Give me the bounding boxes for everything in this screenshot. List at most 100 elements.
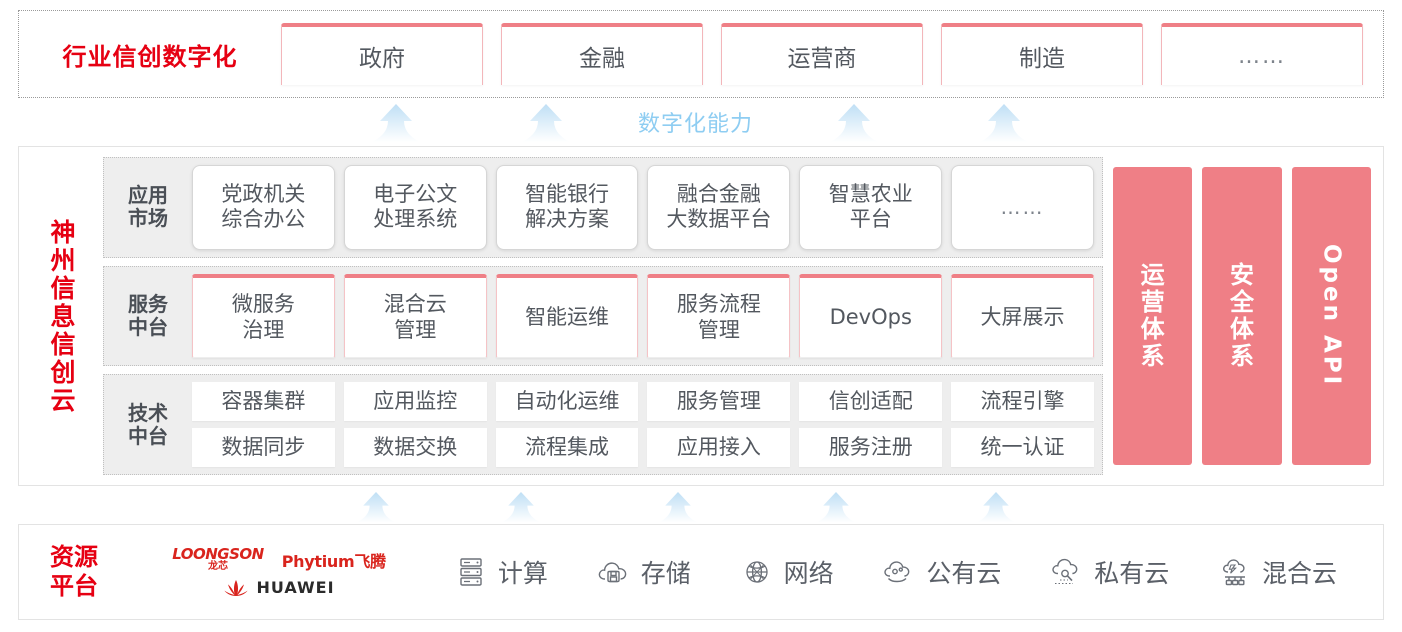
- digital-capability-strip: 数字化能力: [18, 100, 1384, 144]
- resource-item-label: 存储: [640, 559, 691, 588]
- resource-item-compute[interactable]: 计算: [453, 554, 548, 590]
- industry-card-more[interactable]: ……: [1161, 23, 1363, 85]
- pillar-char: 系: [1229, 341, 1254, 370]
- layer-stack: 应用 市场 党政机关 综合办公 电子公文: [103, 157, 1103, 476]
- arrow-up-icon: [348, 492, 404, 524]
- tech-card-app-access[interactable]: 应用接入: [647, 428, 791, 468]
- tech-card-data-sync[interactable]: 数据同步: [192, 428, 335, 468]
- cloud-title-char: 神: [50, 217, 76, 247]
- pillar-open-api[interactable]: Open API: [1291, 167, 1371, 465]
- industry-card-manufacturing[interactable]: 制造: [941, 23, 1143, 85]
- cloud-body: 应用 市场 党政机关 综合办公 电子公文: [97, 147, 1383, 485]
- resource-link-strip: [18, 488, 1384, 524]
- tech-card-data-exchange[interactable]: 数据交换: [343, 428, 487, 468]
- industry-band-title: 行业信创数字化: [62, 42, 238, 71]
- pillar-char: 体: [1140, 315, 1165, 343]
- industry-card-government[interactable]: 政府: [281, 23, 483, 85]
- tech-card-unified-auth[interactable]: 统一认证: [951, 428, 1094, 468]
- tech-card-process-engine[interactable]: 流程引擎: [951, 382, 1094, 422]
- resource-item-label: 网络: [783, 559, 834, 588]
- resource-item-label: 计算: [497, 559, 548, 588]
- resource-item-network[interactable]: 网络: [739, 554, 834, 590]
- app-card-smart-agriculture[interactable]: 智慧农业 平台: [799, 165, 943, 250]
- tech-card-automated-ops[interactable]: 自动化运维: [495, 382, 639, 422]
- layer-label-app-market: 应用 市场: [128, 183, 168, 231]
- layer-app-market: 应用 市场 党政机关 综合办公 电子公文: [103, 157, 1103, 258]
- svc-card-service-process-mgmt[interactable]: 服务流程 管理: [647, 273, 791, 359]
- pillar-security-system[interactable]: 安 全 体 系: [1202, 167, 1282, 465]
- tech-card-row: 数据同步 数据交换 流程集成 应用接入 服务注册 统一认证: [192, 428, 1094, 468]
- huawei-flower-icon: [223, 579, 249, 597]
- layer-service-platform: 服务 中台 微服务 治理 混合云 管: [103, 265, 1103, 367]
- industry-card-list: 政府 金融 运营商 制造 ……: [281, 23, 1383, 85]
- app-card-e-document[interactable]: 电子公文 处理系统: [343, 165, 487, 250]
- resource-item-private-cloud[interactable]: 私有云: [1049, 554, 1169, 590]
- tech-card-xinchuang-adaptation[interactable]: 信创适配: [799, 382, 943, 422]
- cloud-title-char: 信: [50, 329, 76, 359]
- app-card-gov-office[interactable]: 党政机关 综合办公: [192, 165, 335, 250]
- arrow-up-icon: [826, 104, 882, 144]
- resource-item-public-cloud[interactable]: 公有云: [881, 554, 1001, 590]
- resource-item-label: 混合云: [1262, 559, 1338, 588]
- server-icon: [453, 555, 489, 589]
- arrow-up-icon: [976, 104, 1032, 144]
- cloud-title-char: 州: [50, 245, 76, 275]
- pillar-list: 运 营 体 系 安 全 体 系 Open API: [1113, 157, 1371, 475]
- tech-card-container-cluster[interactable]: 容器集群: [192, 382, 335, 422]
- resource-panel: 资源 平台 LOONGSON 龙芯 Phytium飞腾: [18, 524, 1384, 620]
- arrow-up-icon: [518, 104, 574, 144]
- cloud-storage-icon: [596, 555, 632, 589]
- resource-panel-title: 资源 平台: [50, 543, 98, 600]
- pillar-char: 体: [1229, 315, 1254, 343]
- digital-capability-label: 数字化能力: [638, 112, 754, 137]
- layer-label-service-platform: 服务 中台: [128, 292, 168, 339]
- industry-band: 行业信创数字化 政府 金融 运营商 制造 ……: [18, 10, 1384, 98]
- industry-card-operator[interactable]: 运营商: [721, 23, 923, 85]
- svc-card-hybrid-cloud-mgmt[interactable]: 混合云 管理: [343, 273, 487, 359]
- svc-card-microservice-governance[interactable]: 微服务 治理: [192, 273, 335, 359]
- app-card-more[interactable]: ……: [951, 165, 1094, 250]
- vendor-logo-row: LOONGSON 龙芯 Phytium飞腾: [172, 547, 386, 572]
- arrow-up-icon: [368, 104, 424, 144]
- pillar-char: 全: [1229, 288, 1254, 317]
- svc-card-intelligent-ops[interactable]: 智能运维: [495, 273, 639, 359]
- resource-item-list: 计算 存储: [429, 554, 1383, 590]
- vendor-logo-list: LOONGSON 龙芯 Phytium飞腾 HUAWEI: [129, 547, 429, 598]
- pillar-operations-system[interactable]: 运 营 体 系: [1113, 167, 1193, 465]
- layer-label-tech-platform: 技术 中台: [128, 400, 168, 448]
- app-card-finance-bigdata[interactable]: 融合金融 大数据平台: [647, 165, 791, 250]
- industry-card-finance[interactable]: 金融: [501, 23, 703, 85]
- huawei-logo: HUAWEI: [223, 578, 334, 597]
- arrow-up-icon: [808, 492, 864, 524]
- cloud-title-char: 创: [50, 357, 76, 387]
- tech-platform-card-grid: 容器集群 应用监控 自动化运维 服务管理 信创适配 流程引擎 数据同步 数据交换…: [192, 382, 1094, 468]
- tech-card-service-mgmt[interactable]: 服务管理: [647, 382, 791, 422]
- tech-card-process-integration[interactable]: 流程集成: [495, 428, 639, 468]
- arrow-up-icon: [493, 492, 549, 524]
- loongson-logo: LOONGSON 龙芯: [172, 545, 264, 572]
- resource-item-label: 私有云: [1094, 559, 1170, 588]
- resource-item-hybrid-cloud[interactable]: 混合云: [1217, 554, 1337, 590]
- app-card-smart-bank[interactable]: 智能银行 解决方案: [495, 165, 639, 250]
- svc-card-devops[interactable]: DevOps: [799, 273, 943, 359]
- network-icon: [739, 555, 775, 589]
- service-platform-card-list: 微服务 治理 混合云 管理 智能运维: [192, 273, 1094, 359]
- resource-item-storage[interactable]: 存储: [596, 554, 691, 590]
- tech-card-row: 容器集群 应用监控 自动化运维 服务管理 信创适配 流程引擎: [192, 382, 1094, 422]
- phytium-logo: Phytium飞腾: [281, 551, 386, 571]
- app-market-card-list: 党政机关 综合办公 电子公文 处理系统 智能银行: [192, 165, 1094, 250]
- vendor-logo-row: HUAWEI: [223, 578, 334, 597]
- tech-card-app-monitoring[interactable]: 应用监控: [343, 382, 487, 422]
- tech-card-service-registry[interactable]: 服务注册: [799, 428, 943, 468]
- hybrid-cloud-icon: [1217, 555, 1253, 589]
- cloud-title-char: 息: [50, 301, 76, 331]
- arrow-up-icon: [968, 492, 1024, 524]
- cloud-panel-title: 神 州 信 息 信 创 云: [19, 147, 97, 485]
- pillar-char: 系: [1140, 341, 1165, 370]
- pillar-char: 营: [1140, 288, 1165, 317]
- svc-card-large-screen-display[interactable]: 大屏展示: [951, 273, 1094, 359]
- cloud-title-char: 云: [50, 385, 76, 415]
- resource-item-label: 公有云: [926, 559, 1002, 588]
- arrow-up-icon: [650, 492, 706, 524]
